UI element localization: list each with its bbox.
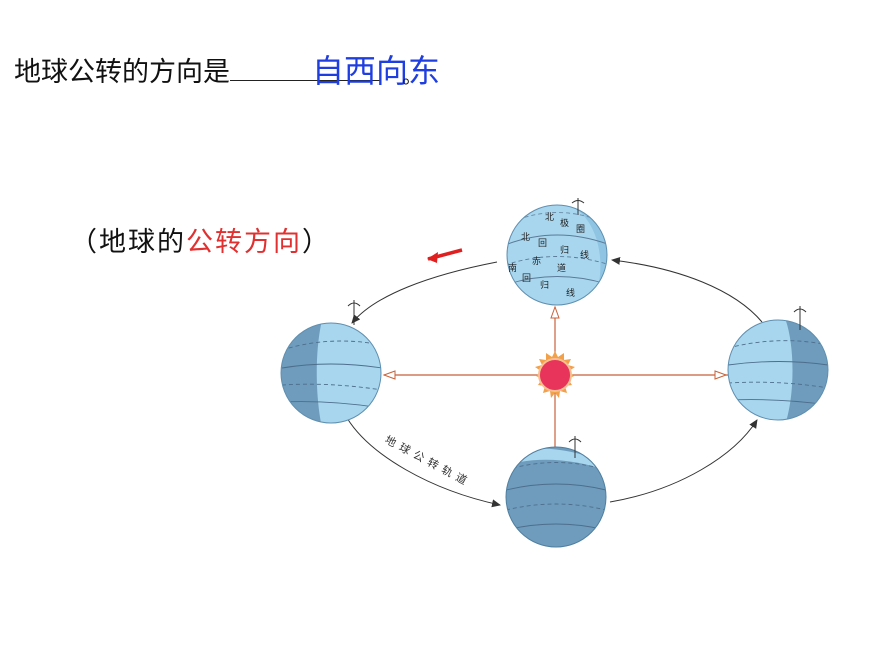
caption-open: （地球的 <box>70 227 186 258</box>
orbit-arc-top-right <box>611 256 763 323</box>
label-tropic-s-4: 线 <box>566 287 575 299</box>
answer-text: 自西向东 <box>312 52 441 90</box>
sunlight-arrow-left <box>382 370 396 380</box>
sun-core <box>538 358 572 392</box>
question-text: 地球公转的方向是 <box>14 50 380 89</box>
label-tropic-s-3: 归 <box>540 279 549 291</box>
label-tropic-n-1: 北 <box>521 232 530 243</box>
sun <box>535 351 575 398</box>
earth-top: 北 极 圈 北 回 归 线 赤 道 南 回 归 线 <box>506 198 608 306</box>
label-tropic-n-3: 归 <box>560 244 569 256</box>
caption-highlight: 公转方向 <box>186 227 302 258</box>
answer-blank <box>230 54 380 81</box>
label-tropic-n-4: 线 <box>580 249 589 261</box>
direction-arrow-head <box>427 252 438 263</box>
question-prompt: 地球公转的方向是 <box>14 57 230 88</box>
label-arctic-1: 北 <box>545 212 554 223</box>
label-arctic-2: 极 <box>560 217 569 229</box>
earth-left <box>280 300 382 424</box>
answer-period: 。 <box>402 64 422 88</box>
orbit-arc-bottom-right <box>609 419 758 503</box>
diagram-caption: （地球的公转方向） <box>70 220 331 259</box>
label-tropic-s-1: 南 <box>508 262 517 274</box>
earth-right <box>727 306 829 421</box>
label-equator-2: 道 <box>557 262 566 274</box>
label-tropic-s-2: 回 <box>522 273 531 284</box>
orbit-arc-top-left <box>351 261 498 324</box>
sunlight-arrow-up <box>550 305 560 319</box>
orbit-arc-bottom-left <box>346 417 501 508</box>
label-equator-1: 赤 <box>532 256 541 267</box>
label-arctic-3: 圈 <box>576 224 585 235</box>
label-tropic-n-2: 回 <box>538 238 547 249</box>
earth-bottom <box>505 436 607 548</box>
sunlight-arrow-right <box>714 370 728 380</box>
caption-close: ） <box>302 227 331 258</box>
